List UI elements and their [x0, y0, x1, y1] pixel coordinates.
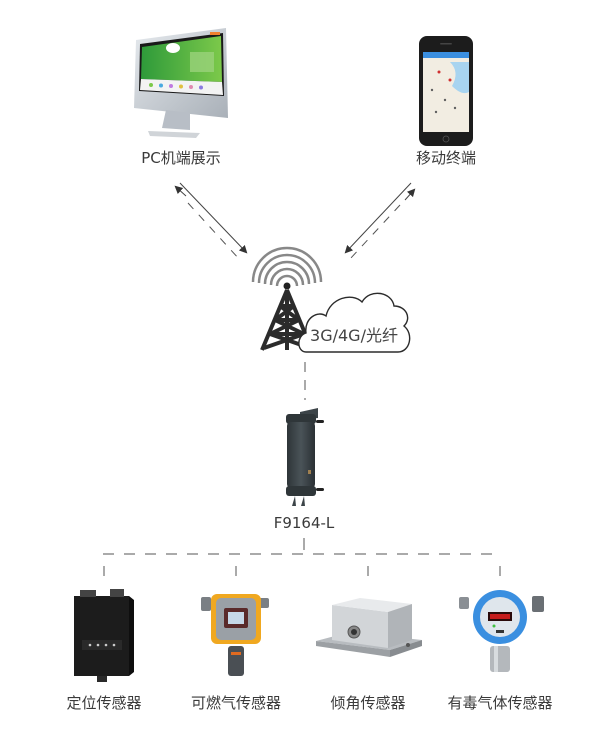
pc-display-label: PC机端展示 — [141, 149, 221, 167]
sensor-label-toxic-gas: 有毒气体传感器 — [447, 694, 553, 712]
pc-link-dashed — [187, 202, 241, 261]
mobile-link-arrow — [344, 182, 412, 254]
mobile-link-arrow-back — [404, 188, 416, 201]
network-label: 3G/4G/光纤 — [310, 326, 398, 345]
pc-link-arrow-back — [174, 185, 187, 197]
mobile-terminal-label: 移动终端 — [415, 149, 476, 167]
sensor-label-positioning: 定位传感器 — [66, 694, 142, 712]
mobile-link-dashed — [349, 204, 401, 260]
gateway-model-label: F9164-L — [273, 514, 335, 532]
sensor-label-flammable-gas: 可燃气传感器 — [190, 694, 281, 712]
pc-link-arrow — [179, 182, 248, 254]
sensor-label-tilt: 倾角传感器 — [330, 694, 406, 712]
